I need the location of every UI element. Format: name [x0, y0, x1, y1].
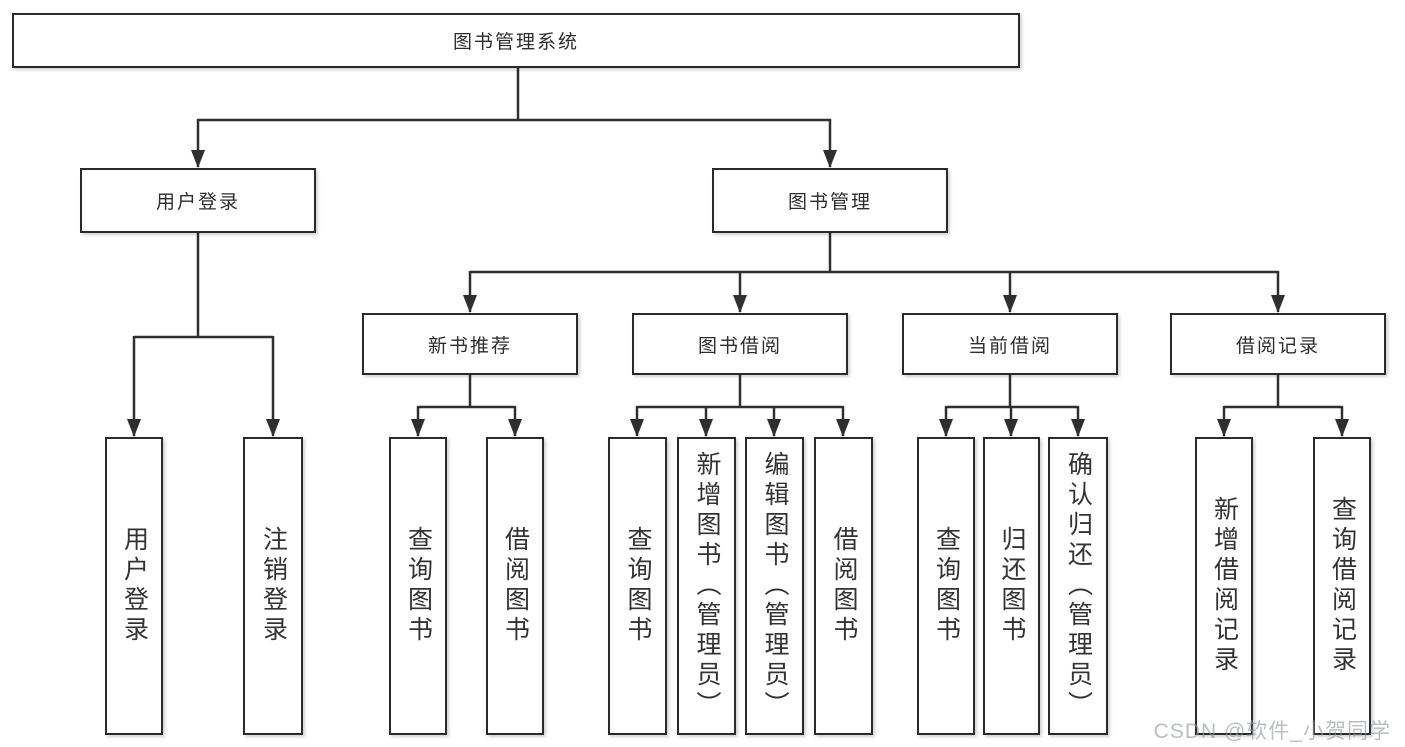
node-leaf-confirm-return-admin: 确认归还（管理员） — [1048, 437, 1108, 735]
node-label: 图书管理系统 — [452, 32, 579, 53]
node-label: 注销登录 — [259, 526, 288, 646]
node-label: 确认归还（管理员） — [1064, 451, 1093, 721]
node-label: 新增图书（管理员） — [693, 451, 721, 721]
node-leaf-add-borrow-record: 新增借阅记录 — [1195, 437, 1253, 735]
node-book-borrow: 图书借阅 — [632, 313, 848, 375]
connector-book-mgmt-branch — [463, 233, 1285, 313]
connector-user-login-branch — [127, 233, 280, 437]
node-label: 查询图书 — [932, 526, 961, 646]
node-book-management: 图书管理 — [712, 168, 948, 233]
node-leaf-borrow-book-newrec: 借阅图书 — [486, 437, 544, 735]
connector-new-rec-branch — [411, 375, 522, 437]
node-label: 查询图书 — [624, 526, 652, 646]
node-user-login: 用户登录 — [80, 168, 316, 233]
node-leaf-query-book-borrow: 查询图书 — [608, 437, 667, 735]
node-current-borrow: 当前借阅 — [902, 313, 1118, 375]
node-borrow-record: 借阅记录 — [1170, 313, 1386, 375]
node-label: 新增借阅记录 — [1210, 496, 1239, 676]
node-label: 借阅图书 — [830, 526, 858, 646]
node-label: 图书借阅 — [697, 335, 782, 357]
node-label: 当前借阅 — [967, 335, 1052, 357]
node-leaf-return-book: 归还图书 — [983, 437, 1040, 735]
node-leaf-edit-book-admin: 编辑图书（管理员） — [745, 437, 804, 735]
node-leaf-add-book-admin: 新增图书（管理员） — [677, 437, 736, 735]
node-leaf-user-login: 用户登录 — [105, 437, 163, 735]
node-leaf-query-book-newrec: 查询图书 — [389, 437, 447, 735]
node-label: 查询图书 — [404, 526, 433, 646]
connector-root-to-level1 — [191, 68, 837, 168]
node-leaf-borrow-book: 借阅图书 — [814, 437, 873, 735]
node-label: 借阅记录 — [1235, 335, 1320, 357]
node-label: 用户登录 — [120, 526, 149, 646]
node-label: 借阅图书 — [501, 526, 530, 646]
connector-record-branch — [1217, 375, 1349, 437]
node-leaf-query-borrow-record: 查询借阅记录 — [1313, 437, 1371, 735]
node-label: 新书推荐 — [427, 335, 512, 357]
node-new-book-recommend: 新书推荐 — [362, 313, 578, 375]
node-label: 图书管理 — [787, 192, 872, 213]
node-leaf-query-book-current: 查询图书 — [917, 437, 975, 735]
connector-current-branch — [939, 375, 1085, 437]
node-library-management-system: 图书管理系统 — [12, 13, 1020, 68]
connector-borrow-branch — [630, 375, 850, 437]
node-leaf-logout: 注销登录 — [243, 437, 303, 735]
node-label: 编辑图书（管理员） — [761, 451, 789, 721]
node-label: 归还图书 — [998, 526, 1026, 646]
node-label: 用户登录 — [155, 192, 240, 213]
node-label: 查询借阅记录 — [1328, 496, 1357, 676]
